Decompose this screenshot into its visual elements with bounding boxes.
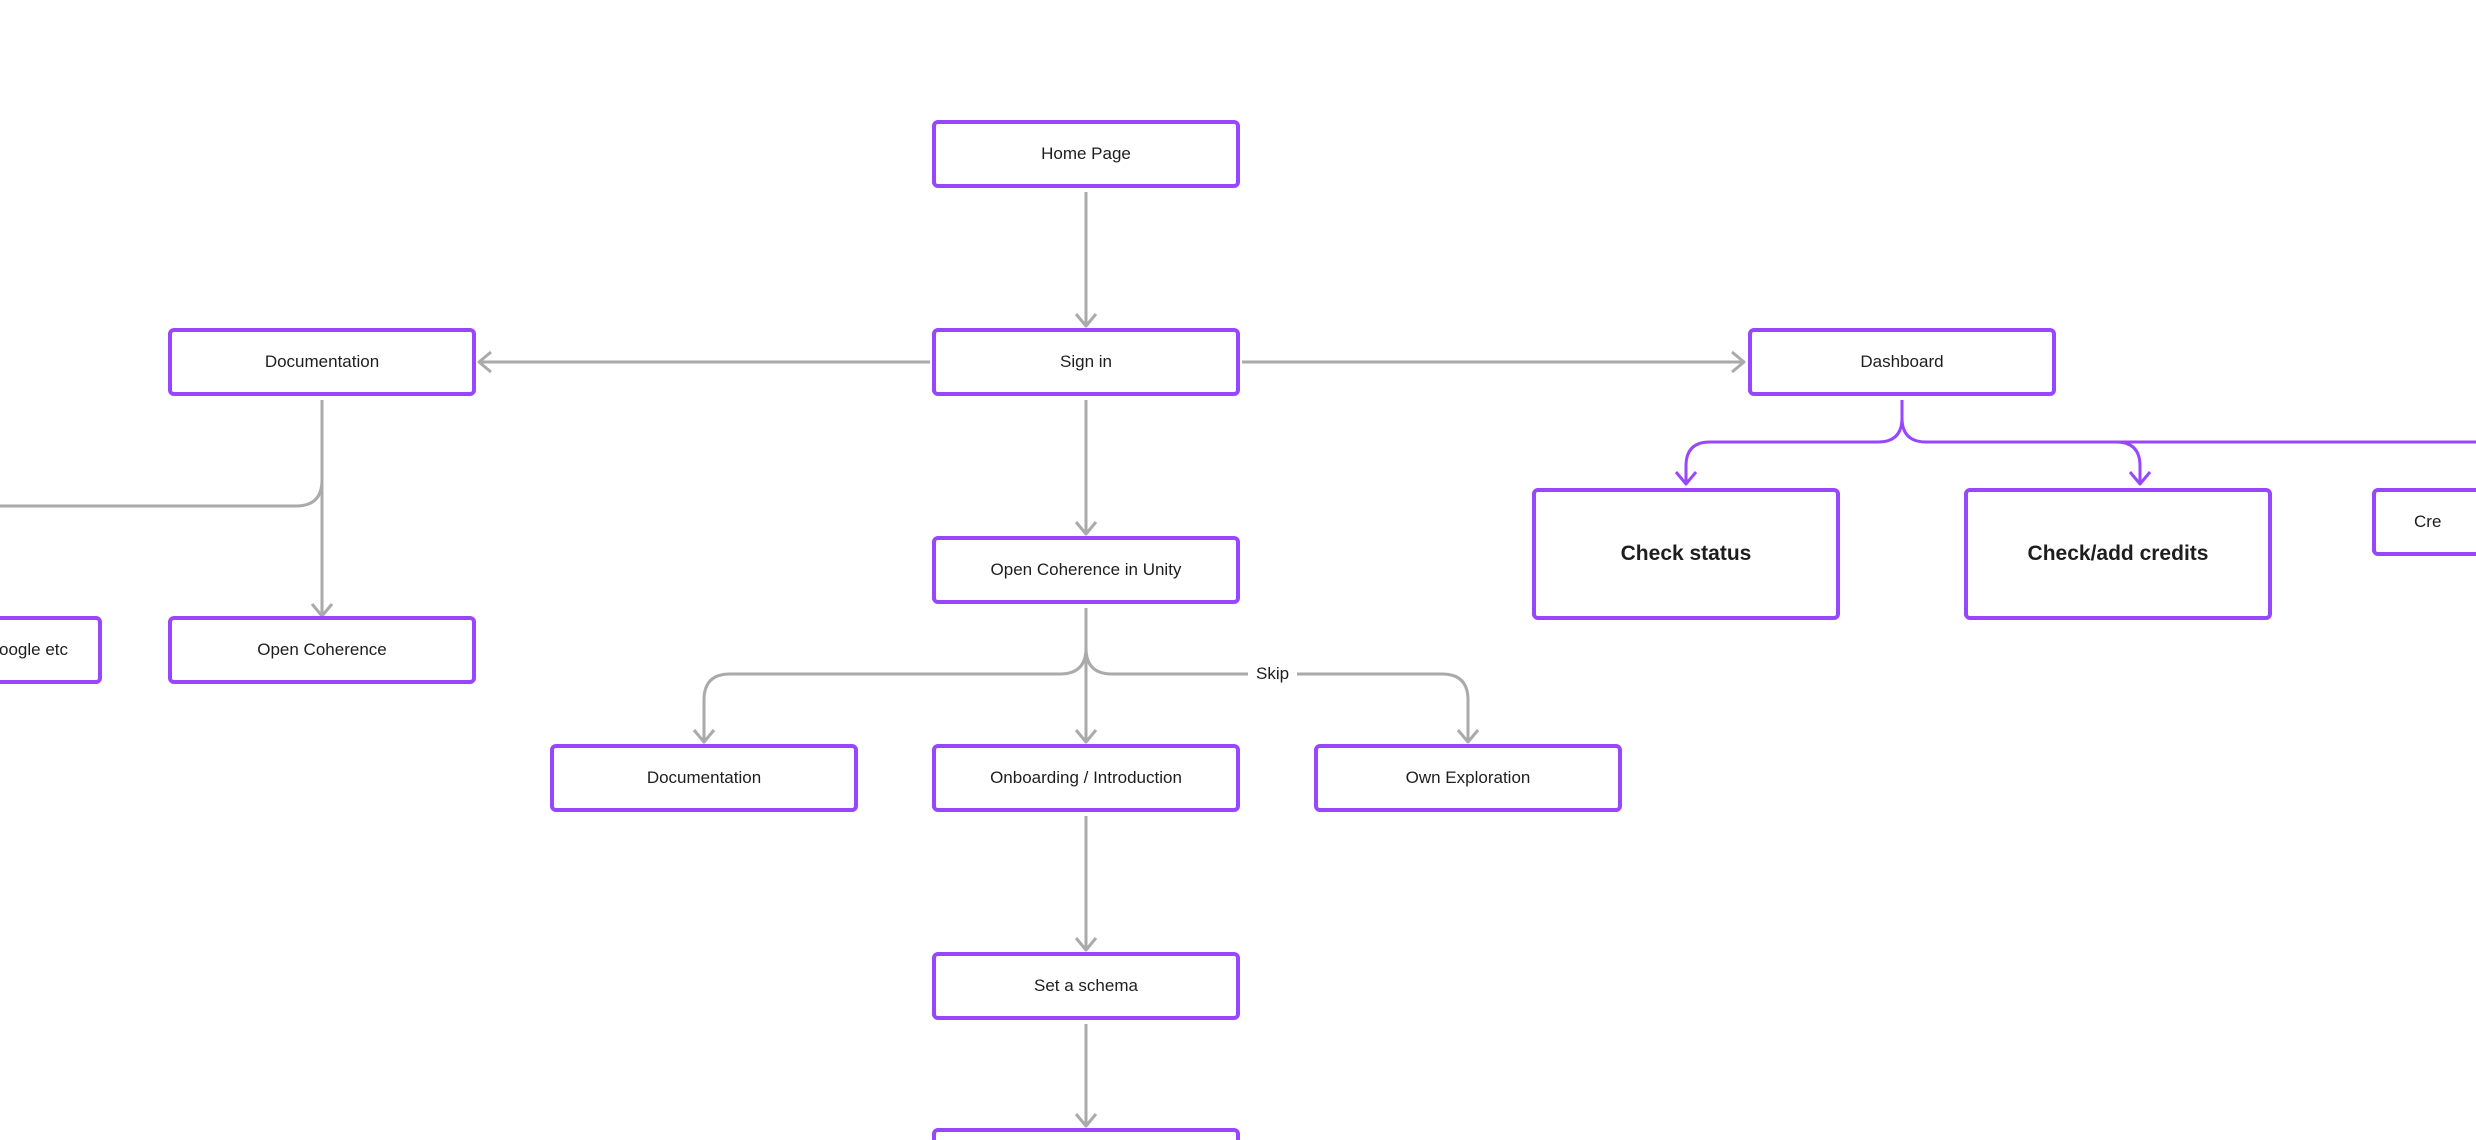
edge-onboarding-to-schema bbox=[1074, 816, 1098, 952]
edge-documentation-branches bbox=[0, 400, 334, 618]
node-check-add-credits[interactable]: Check/add credits bbox=[1964, 488, 2272, 620]
node-documentation-center[interactable]: Documentation bbox=[550, 744, 858, 812]
node-open-coherence[interactable]: Open Coherence bbox=[168, 616, 476, 684]
node-set-schema[interactable]: Set a schema bbox=[932, 952, 1240, 1020]
node-documentation-left[interactable]: Documentation bbox=[168, 328, 476, 396]
edge-signin-to-open-unity bbox=[1074, 400, 1098, 536]
edge-home-to-signin bbox=[1074, 192, 1098, 328]
edge-signin-to-dashboard bbox=[1242, 350, 1746, 374]
node-next-offscreen[interactable] bbox=[932, 1128, 1240, 1140]
edge-label-skip: Skip bbox=[1248, 663, 1298, 685]
node-google-etc[interactable]: oogle etc bbox=[0, 616, 102, 684]
edge-open-unity-branches bbox=[692, 608, 1480, 744]
node-open-coherence-unity[interactable]: Open Coherence in Unity bbox=[932, 536, 1240, 604]
edge-signin-to-documentation bbox=[477, 350, 930, 374]
node-onboarding[interactable]: Onboarding / Introduction bbox=[932, 744, 1240, 812]
node-own-exploration[interactable]: Own Exploration bbox=[1314, 744, 1622, 812]
edge-dashboard-branches bbox=[1674, 400, 2476, 486]
node-sign-in[interactable]: Sign in bbox=[932, 328, 1240, 396]
node-home-page[interactable]: Home Page bbox=[932, 120, 1240, 188]
node-dashboard[interactable]: Dashboard bbox=[1748, 328, 2056, 396]
node-check-status[interactable]: Check status bbox=[1532, 488, 1840, 620]
node-cre-partial[interactable]: Cre bbox=[2372, 488, 2476, 556]
edge-schema-to-next bbox=[1074, 1024, 1098, 1128]
